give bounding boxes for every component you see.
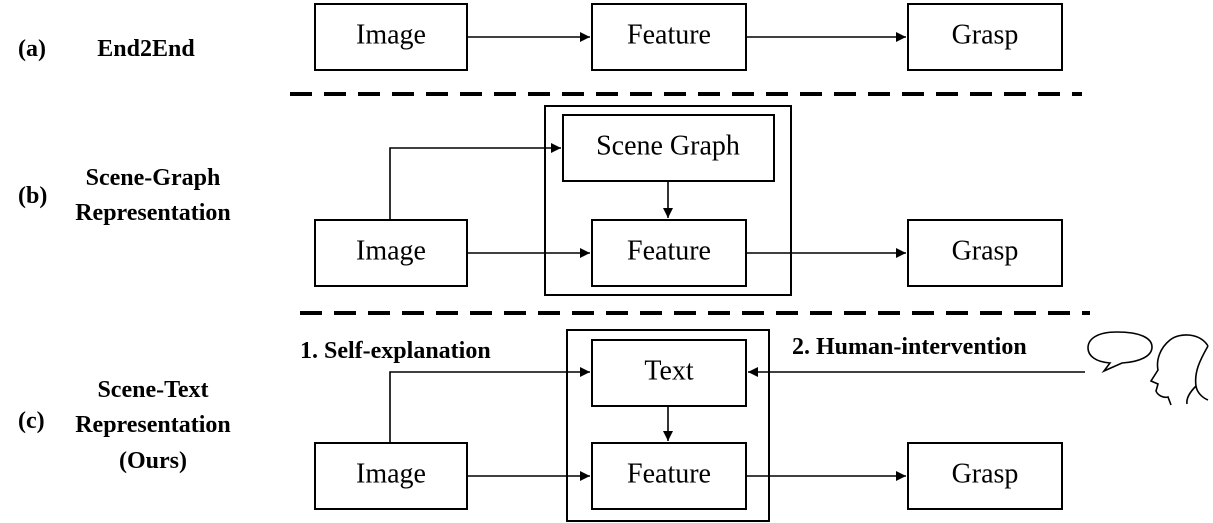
- row-c-title-line1: Scene-Text: [97, 377, 208, 403]
- module-frame-c: [566, 329, 770, 522]
- svg-text:Feature: Feature: [627, 458, 711, 489]
- edge-label-human-intervention: 2. Human-intervention: [792, 334, 1027, 360]
- svg-text:Grasp: Grasp: [952, 458, 1019, 489]
- svg-text:Feature: Feature: [627, 19, 711, 50]
- node-scene-graph: Scene Graph: [562, 114, 775, 182]
- module-frame-b: [544, 105, 792, 296]
- row-a: (a) End2End Image Feature Grasp: [18, 3, 1063, 71]
- row-b-title-line1: Scene-Graph: [86, 165, 221, 191]
- svg-text:Image: Image: [356, 235, 426, 266]
- node-feature-c: Feature: [591, 442, 747, 510]
- svg-text:Image: Image: [356, 458, 426, 489]
- node-image-b: Image: [314, 219, 468, 287]
- row-c: (c) Scene-Text Representation (Ours) Tex…: [18, 329, 1209, 522]
- edge-label-self-explanation: 1. Self-explanation: [300, 338, 491, 364]
- node-feature-b: Feature: [591, 219, 747, 287]
- human-head-icon: [1149, 334, 1209, 406]
- node-grasp-c: Grasp: [907, 442, 1063, 510]
- node-image-a: Image: [314, 3, 468, 71]
- row-c-title-line2: Representation: [75, 412, 231, 438]
- svg-text:Feature: Feature: [627, 235, 711, 266]
- row-a-tag: (a): [18, 36, 46, 62]
- speech-bubble-icon: [1087, 331, 1153, 373]
- svg-text:Scene Graph: Scene Graph: [596, 130, 740, 161]
- svg-text:Grasp: Grasp: [952, 19, 1019, 50]
- svg-text:Grasp: Grasp: [952, 235, 1019, 266]
- row-c-title-line3: (Ours): [119, 448, 187, 474]
- node-grasp-b: Grasp: [907, 219, 1063, 287]
- row-c-tag: (c): [18, 408, 45, 434]
- edge-image-text-c: [389, 367, 590, 443]
- svg-text:Text: Text: [644, 355, 694, 386]
- node-text: Text: [591, 339, 747, 407]
- row-b-title-line2: Representation: [75, 200, 231, 226]
- row-a-title: End2End: [97, 36, 195, 62]
- row-b-tag: (b): [18, 183, 47, 209]
- row-b: (b) Scene-Graph Representation Scene Gra…: [18, 105, 1063, 296]
- node-grasp-a: Grasp: [907, 3, 1063, 71]
- node-image-c: Image: [314, 442, 468, 510]
- edge-image-scenegraph-b: [389, 143, 561, 220]
- node-feature-a: Feature: [591, 3, 747, 71]
- svg-text:Image: Image: [356, 19, 426, 50]
